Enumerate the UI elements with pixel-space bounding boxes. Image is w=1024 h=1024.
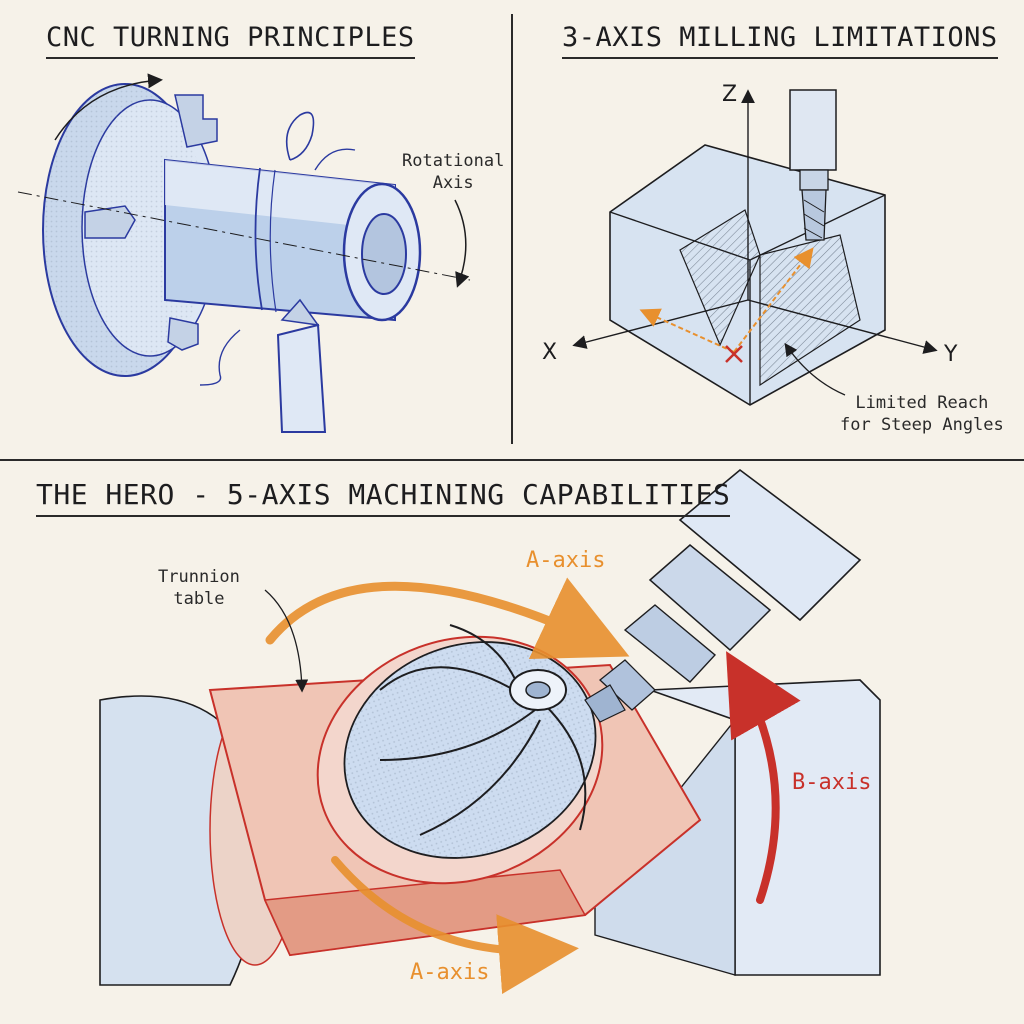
a-axis-top-label: A-axis: [526, 548, 606, 573]
y-axis-line: [747, 299, 938, 354]
trunnion-label: Trunnion table: [158, 567, 240, 609]
z-axis-label: Z: [722, 82, 738, 107]
b-axis-label: B-axis: [792, 770, 872, 795]
y-axis-label: Y: [944, 342, 958, 367]
turning-title: CNC TURNING PRINCIPLES: [46, 22, 415, 59]
x-axis-label: X: [542, 340, 558, 365]
end-mill-icon: [789, 89, 837, 241]
five-axis-scene: [99, 468, 881, 995]
milling-block-sketch: [572, 89, 938, 406]
impeller-icon: [343, 624, 597, 859]
limited-reach-label: Limited Reach for Steep Angles: [840, 393, 1004, 435]
a-axis-bottom-label: A-axis: [410, 960, 490, 985]
spindle-head: [584, 468, 862, 723]
rotational-axis-label: Rotational Axis: [402, 151, 505, 193]
lathe-chuck-icon: [17, 73, 471, 433]
milling-title: 3-AXIS MILLING LIMITATIONS: [562, 22, 998, 59]
five-axis-title: THE HERO - 5-AXIS MACHINING CAPABILITIES: [36, 478, 731, 517]
